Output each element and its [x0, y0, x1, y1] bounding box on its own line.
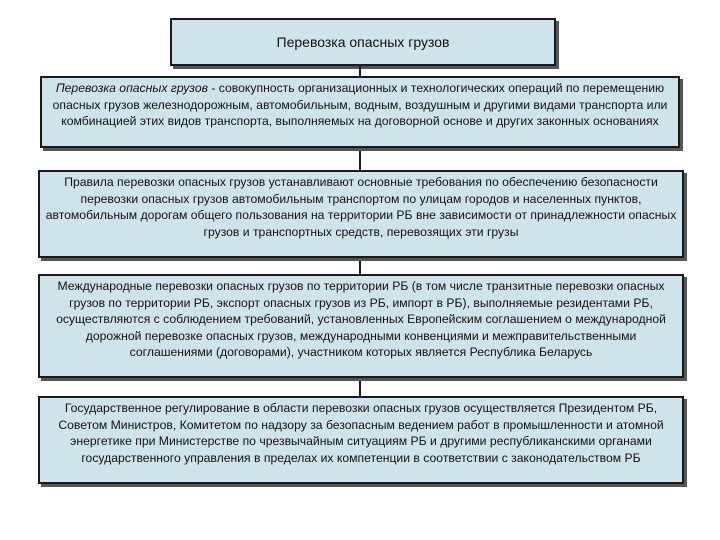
- transport-rules-box: Правила перевозки опасных грузов устанав…: [38, 170, 684, 258]
- connector-international-to-regulation: [359, 378, 361, 396]
- transport-rules-text: Правила перевозки опасных грузов устанав…: [45, 175, 677, 239]
- connector-definition-to-rules: [359, 148, 361, 170]
- state-regulation-text: Государственное регулирование в области …: [58, 401, 664, 465]
- diagram-title: Перевозка опасных грузов: [276, 34, 450, 50]
- diagram-title-box: Перевозка опасных грузов: [170, 18, 556, 66]
- connector-rules-to-international: [359, 258, 361, 274]
- definition-term: Перевозка опасных грузов: [55, 81, 208, 95]
- international-transport-text: Международные перевозки опасных грузов п…: [56, 279, 666, 360]
- state-regulation-box: Государственное регулирование в области …: [38, 396, 684, 484]
- connector-title-to-definition: [359, 66, 361, 76]
- definition-box: Перевозка опасных грузов - совокупность …: [40, 76, 680, 148]
- definition-text: - совокупность организационных и техноло…: [52, 81, 668, 129]
- international-transport-box: Международные перевозки опасных грузов п…: [38, 274, 684, 378]
